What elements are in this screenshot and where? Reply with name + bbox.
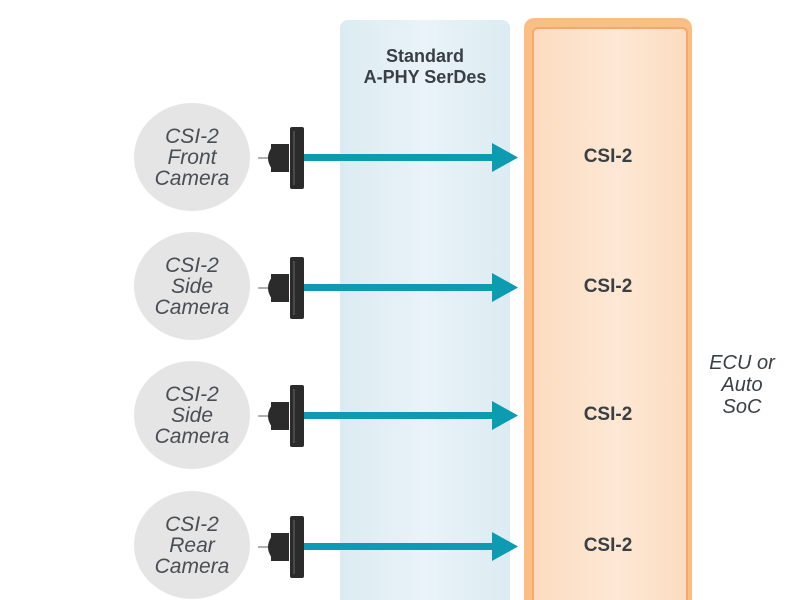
csi-port-4-label: CSI-2: [583, 535, 633, 556]
ecu-label-line2: Auto: [721, 374, 763, 396]
camera-front-icon: [258, 127, 304, 189]
camera-front-line2: Front: [167, 145, 217, 169]
camera-rear-label: CSI-2 Rear Camera: [155, 514, 230, 577]
camera-side-1-line1: CSI-2: [165, 253, 219, 277]
camera-side-2-line3: Camera: [154, 424, 230, 448]
serdes-title: Standard A-PHY SerDes: [363, 46, 487, 87]
camera-rear-line1: CSI-2: [165, 512, 219, 536]
arrow-side-camera-1: [304, 273, 518, 302]
camera-front-label: CSI-2 Front Camera: [155, 126, 230, 189]
csi-port-1-label: CSI-2: [583, 146, 633, 167]
camera-side-2-line2: Side: [170, 403, 213, 427]
camera-rear-circle: CSI-2 Rear Camera: [134, 491, 250, 599]
camera-side-1-icon: [258, 257, 304, 319]
camera-side-1-line2: Side: [170, 274, 213, 298]
camera-side-1-label: CSI-2 Side Camera: [155, 255, 230, 318]
ecu-label-line1: ECU or: [709, 352, 775, 374]
camera-rear-icon: [258, 516, 304, 578]
camera-side-2-circle: CSI-2 Side Camera: [134, 361, 250, 469]
camera-side-2-icon: [258, 385, 304, 447]
arrow-side-camera-2: [304, 401, 518, 430]
camera-front-line1: CSI-2: [165, 124, 219, 148]
camera-front-line3: Camera: [154, 166, 230, 190]
camera-side-2-label: CSI-2 Side Camera: [155, 384, 230, 447]
camera-side-1-line3: Camera: [154, 295, 230, 319]
camera-side-1-circle: CSI-2 Side Camera: [134, 232, 250, 340]
camera-rear-line3: Camera: [154, 554, 230, 578]
ecu-label: ECU or Auto SoC: [700, 352, 784, 418]
arrow-rear-camera: [304, 532, 518, 561]
serdes-band: [340, 20, 510, 600]
arrow-front-camera: [304, 143, 518, 172]
camera-rear-line2: Rear: [169, 533, 215, 557]
ecu-label-line3: SoC: [722, 396, 762, 418]
csi-port-2-label: CSI-2: [583, 276, 633, 297]
ecu-block: [532, 27, 688, 600]
csi-port-3-label: CSI-2: [583, 404, 633, 425]
camera-front-circle: CSI-2 Front Camera: [134, 103, 250, 211]
camera-side-2-line1: CSI-2: [165, 382, 219, 406]
